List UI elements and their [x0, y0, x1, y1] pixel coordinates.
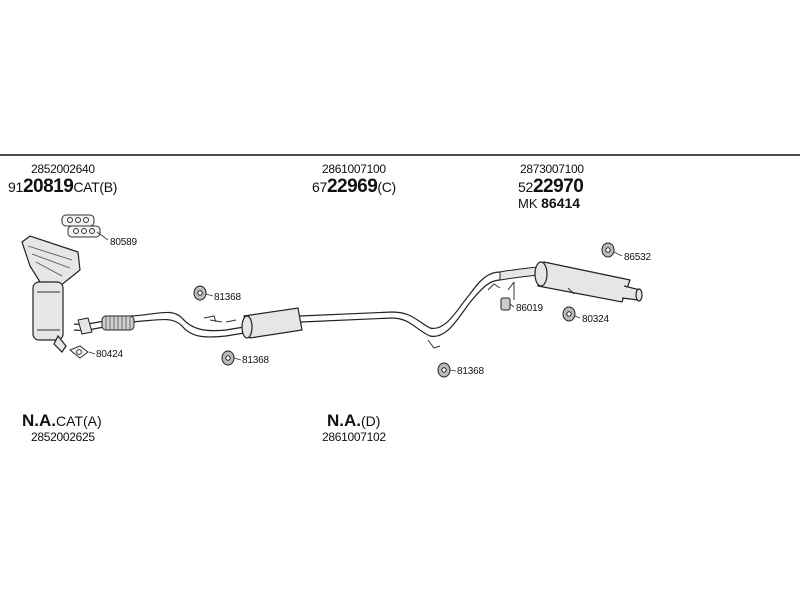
flex-pipe-part [101, 315, 135, 331]
callout-label: 81368 [457, 366, 484, 377]
code-bold: 22970 [532, 176, 584, 197]
code-suffix: CAT(B) [73, 179, 118, 195]
front-pipe-part [73, 311, 251, 338]
rubber-mount-81368-lower [221, 350, 235, 366]
rubber-mount-81368-rear [437, 362, 451, 378]
clamp-86019 [500, 297, 511, 311]
code-prefix: 91 [8, 179, 23, 195]
callout-label: 81368 [242, 355, 269, 366]
na-part-number-1: 2852002625 [31, 430, 95, 444]
gasket-80424-part [69, 345, 89, 359]
callout-label: 80589 [110, 237, 137, 248]
not-available-2: N.A.(D) [327, 412, 380, 429]
mk-number: 86414 [541, 195, 581, 211]
intermediate-pipe-part [299, 271, 501, 337]
part-number-section-1: 2852002640 [31, 162, 95, 176]
code-bold: 22969 [326, 176, 378, 197]
na-suffix: (D) [361, 413, 381, 429]
callout-label: 80424 [96, 349, 123, 360]
part-number-section-3: 2873007100 [520, 162, 584, 176]
callout-label: 80324 [582, 314, 609, 325]
na-label: N.A. [327, 411, 361, 430]
code-prefix: 67 [312, 179, 327, 195]
na-label: N.A. [22, 411, 56, 430]
callout-label: 81368 [214, 292, 241, 303]
code-section-1: 9120819CAT(B) [8, 177, 117, 196]
code-section-2: 6722969(C) [312, 177, 396, 196]
callout-label: 86532 [624, 252, 651, 263]
rubber-mount-81368-upper [193, 285, 207, 301]
code-prefix: 52 [518, 179, 533, 195]
code-bold: 20819 [22, 176, 74, 197]
centre-silencer-part [241, 307, 303, 339]
callout-label: 86019 [516, 303, 543, 314]
manifold-catalytic-converter-part [21, 235, 81, 353]
rubber-mount-86532 [601, 242, 615, 258]
na-part-number-2: 2861007102 [322, 430, 386, 444]
gasket-set-part [61, 214, 101, 238]
part-number-section-2: 2861007100 [322, 162, 386, 176]
mk-prefix: MK [518, 196, 538, 211]
not-available-1: N.A.CAT(A) [22, 412, 102, 429]
rear-silencer-part [534, 261, 643, 303]
code-section-3: 5222970 [518, 176, 584, 197]
code-suffix: (C) [377, 179, 396, 195]
mounting-kit-label: MK 86414 [518, 196, 580, 210]
hanger-brackets [203, 281, 575, 349]
rubber-mount-80324 [562, 306, 576, 322]
na-suffix: CAT(A) [56, 413, 102, 429]
